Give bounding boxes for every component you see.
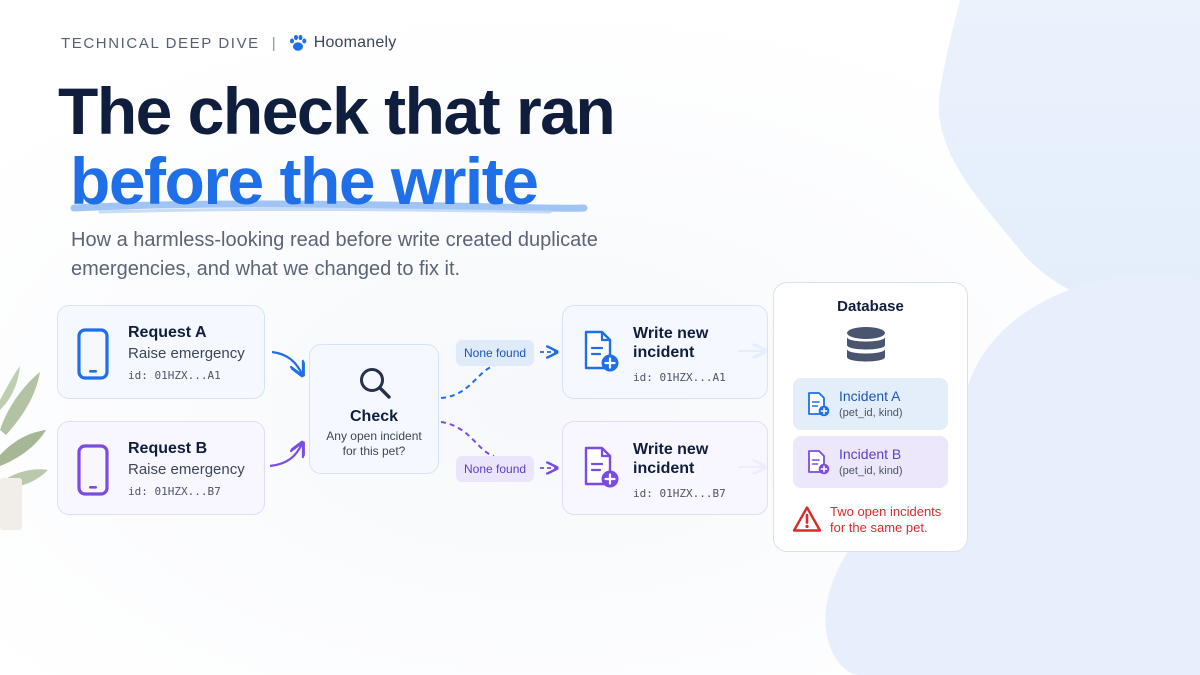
request-a-card: Request A Raise emergency id: 01HZX...A1 xyxy=(57,305,265,399)
page-title-line1: The check that ran xyxy=(58,74,616,148)
incident-b-name: Incident B xyxy=(839,446,902,462)
duplicate-warning-text: Two open incidents for the same pet. xyxy=(830,504,942,535)
write-b-card: Write new incident id: 01HZX...B7 xyxy=(562,421,768,515)
header-eyebrow: TECHNICAL DEEP DIVE | Hoomanely xyxy=(61,33,396,53)
none-found-a-label: None found xyxy=(456,340,535,366)
document-add-icon xyxy=(584,446,619,488)
request-b-id: id: 01HZX...B7 xyxy=(128,485,221,498)
paw-icon xyxy=(289,34,306,51)
write-b-title: Write new incident xyxy=(633,441,709,477)
plant-decoration xyxy=(0,366,48,530)
page-title-line2: before the write xyxy=(70,144,539,218)
database-title: Database xyxy=(837,298,904,315)
document-add-icon xyxy=(808,450,830,475)
incident-a-keys: (pet_id, kind) xyxy=(839,407,903,419)
page-subtitle: How a harmless-looking read before write… xyxy=(71,229,598,280)
database-icon xyxy=(847,327,885,362)
document-add-icon xyxy=(808,392,830,417)
request-a-id: id: 01HZX...A1 xyxy=(128,369,221,382)
warning-icon xyxy=(792,506,822,532)
incident-b-keys: (pet_id, kind) xyxy=(839,465,903,477)
incident-a-row: Incident A (pet_id, kind) xyxy=(793,378,948,430)
request-a-title: Request A xyxy=(128,324,207,341)
check-card: Check Any open incident for this pet? xyxy=(309,344,439,474)
write-a-id: id: 01HZX...A1 xyxy=(633,371,726,384)
eyebrow-separator: | xyxy=(271,34,276,52)
check-question: Any open incident for this pet? xyxy=(326,429,422,458)
bottom-right-blob xyxy=(825,274,1200,675)
eyebrow-label: TECHNICAL DEEP DIVE xyxy=(61,34,260,52)
write-a-card: Write new incident id: 01HZX...A1 xyxy=(562,305,768,399)
search-icon xyxy=(360,368,391,399)
write-b-id: id: 01HZX...B7 xyxy=(633,487,726,500)
brand: Hoomanely xyxy=(288,33,397,53)
request-b-action: Raise emergency xyxy=(128,461,245,478)
phone-icon xyxy=(77,328,109,380)
database-panel: Database Incident A (pet_id, kind) Incid… xyxy=(773,282,968,552)
request-b-title: Request B xyxy=(128,440,208,457)
incident-a-name: Incident A xyxy=(839,388,901,404)
write-a-title: Write new incident xyxy=(633,325,709,361)
phone-icon xyxy=(77,444,109,496)
check-title: Check xyxy=(349,408,399,425)
top-right-blob xyxy=(938,0,1200,312)
request-a-action: Raise emergency xyxy=(128,345,245,362)
request-b-card: Request B Raise emergency id: 01HZX...B7 xyxy=(57,421,265,515)
document-add-icon xyxy=(584,330,619,372)
incident-b-row: Incident B (pet_id, kind) xyxy=(793,436,948,488)
brand-name: Hoomanely xyxy=(313,34,397,51)
none-found-b-label: None found xyxy=(456,456,535,482)
title-underline xyxy=(70,200,588,214)
